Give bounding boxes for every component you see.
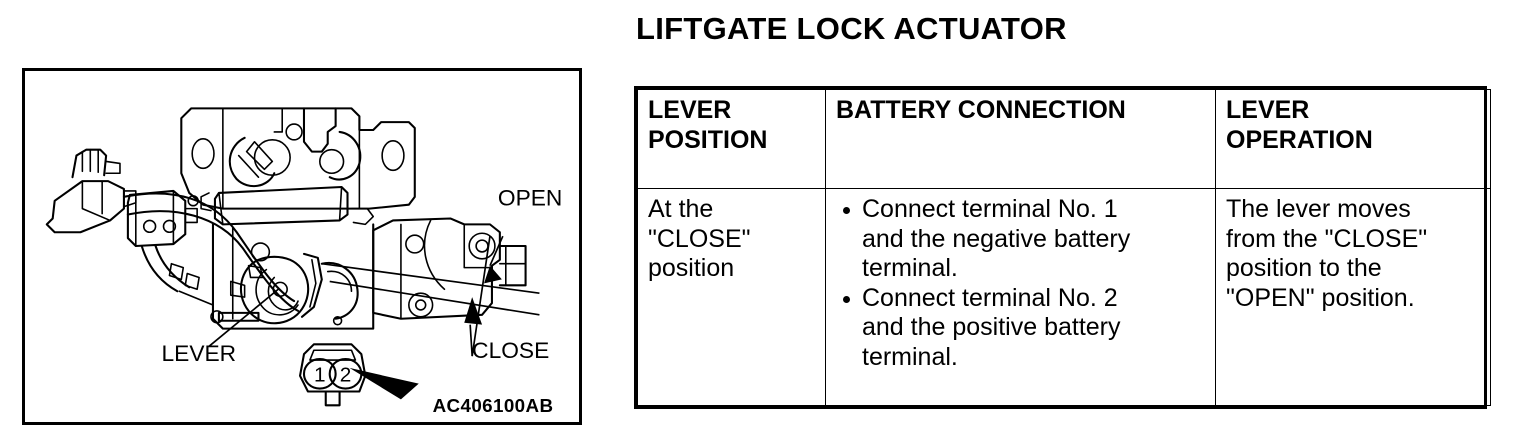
cell-lever-position: At the "CLOSE" position — [637, 188, 826, 406]
battery-connection-1-line1: Connect terminal No. 1 — [862, 195, 1118, 223]
page-title: LIFTGATE LOCK ACTUATOR — [636, 11, 1067, 46]
battery-connection-2-line3: terminal. — [862, 342, 958, 371]
header-battery-connection-line1: BATTERY CONNECTION — [836, 96, 1126, 124]
header-lever-operation-line2: OPERATION — [1226, 125, 1373, 154]
battery-connection-1-line2: and the negative battery — [862, 224, 1131, 253]
figure-panel: 1 2 LEVER OPEN CLOSE AC406100AB — [22, 68, 582, 425]
wire-harness-connector — [45, 148, 137, 234]
header-lever-position-line1: LEVER — [648, 96, 732, 124]
battery-connection-1-line3: terminal. — [862, 254, 958, 282]
switch-block — [126, 189, 214, 306]
table-row: At the "CLOSE" position Connect terminal… — [637, 188, 1491, 406]
actuator-housing — [211, 217, 527, 330]
list-item: Connect terminal No. 1 and the negative … — [843, 195, 1207, 284]
two-pin-connector: 1 2 — [298, 343, 367, 407]
connector-pin-2: 2 — [340, 364, 352, 387]
header-lever-operation: LEVER OPERATION — [1215, 89, 1491, 189]
header-lever-operation-line1: LEVER — [1226, 96, 1310, 124]
lever-position-line2: "CLOSE" — [648, 224, 751, 253]
battery-connection-2-line2: and the positive battery — [862, 313, 1121, 341]
liftgate-lock-actuator-diagram: 1 2 LEVER OPEN CLOSE AC406100AB — [45, 107, 562, 416]
lever-position-line3: position — [648, 254, 735, 282]
lever-cam-assembly — [210, 252, 359, 325]
list-item: Connect terminal No. 2 and the positive … — [843, 283, 1207, 373]
label-open: OPEN — [498, 185, 562, 211]
lock-actuator-spec-table: LEVER POSITION BATTERY CONNECTION LEVER … — [634, 86, 1491, 409]
lever-operation-line2: from the "CLOSE" — [1226, 224, 1428, 253]
battery-connection-2-line1: Connect terminal No. 2 — [862, 283, 1118, 312]
latch-upper-plate — [180, 107, 416, 210]
lever-leader-line — [208, 288, 279, 347]
cell-lever-operation: The lever moves from the "CLOSE" positio… — [1215, 188, 1491, 406]
lever-position-line1: At the — [648, 195, 714, 223]
lever-operation-line4: "OPEN" position. — [1226, 283, 1415, 312]
label-close: CLOSE — [472, 337, 549, 363]
arrow-up-icon — [464, 297, 483, 325]
header-lever-position-line2: POSITION — [648, 125, 768, 154]
latch-mid-bar — [187, 185, 375, 226]
lever-operation-line1: The lever moves — [1226, 195, 1411, 223]
header-battery-connection: BATTERY CONNECTION — [825, 89, 1216, 189]
cell-battery-connection: Connect terminal No. 1 and the negative … — [825, 188, 1216, 406]
header-lever-position: LEVER POSITION — [637, 89, 826, 189]
arrow-down-icon — [484, 265, 502, 284]
figure-reference-code: AC406100AB — [433, 395, 554, 416]
table-header-row: LEVER POSITION BATTERY CONNECTION LEVER … — [637, 89, 1491, 189]
open-close-indicator — [321, 235, 540, 357]
lever-operation-line3: position to the — [1226, 254, 1382, 282]
label-lever: LEVER — [162, 340, 237, 366]
connector-pointer-wedge — [349, 367, 419, 400]
connector-pin-1: 1 — [314, 364, 326, 387]
